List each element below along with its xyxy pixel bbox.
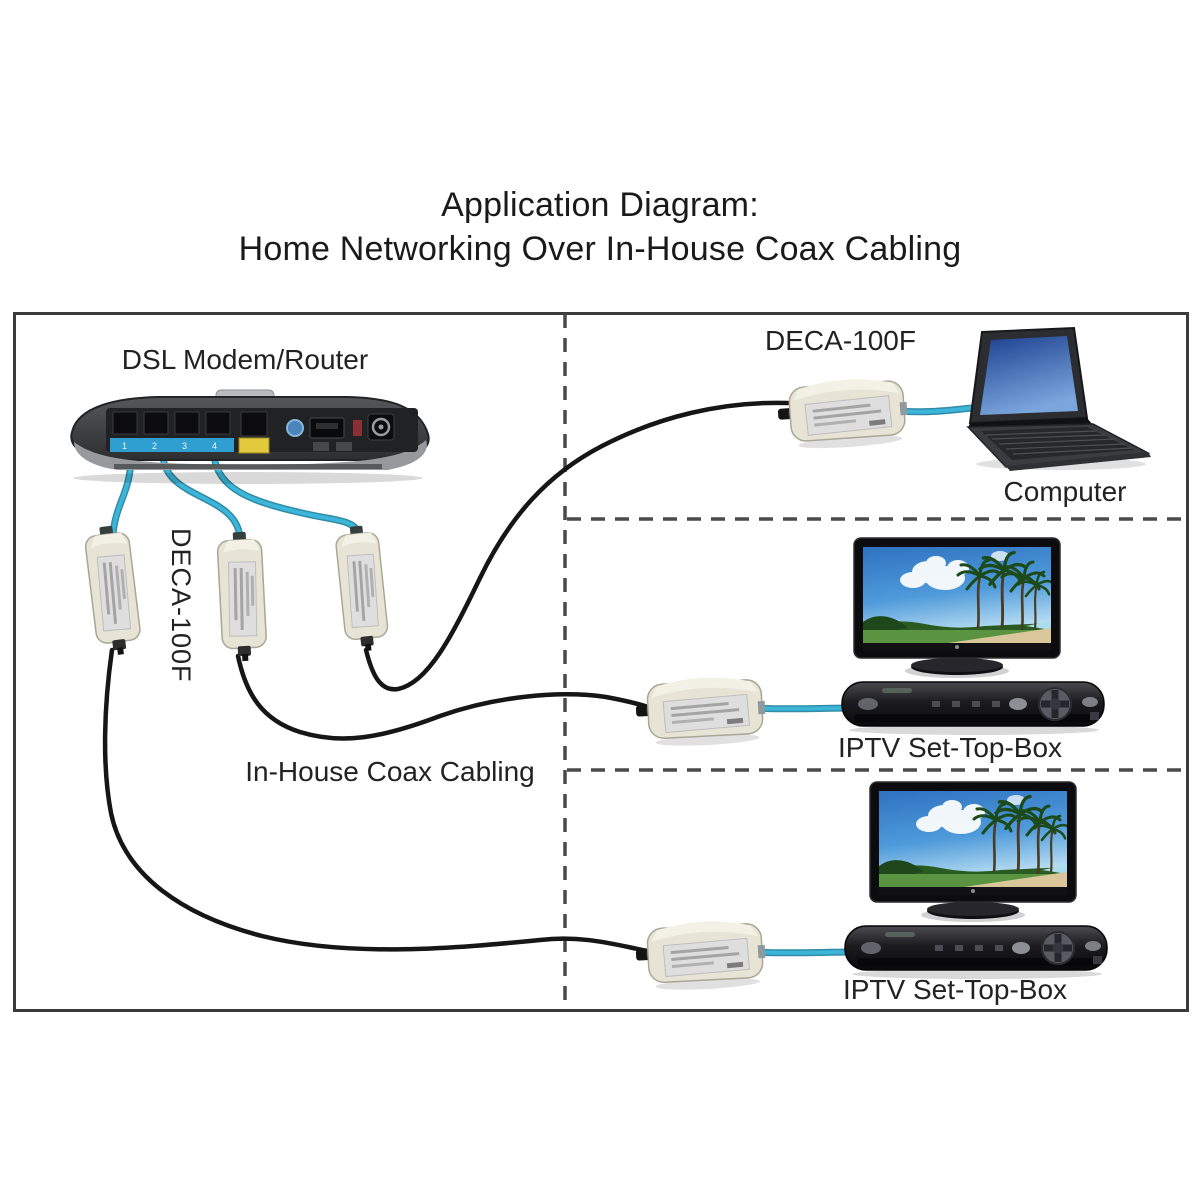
iptv-set-top-box-middle-label: IPTV Set-Top-Box	[837, 732, 1063, 763]
deca-100f-top-label: DECA-100F	[765, 325, 916, 356]
deca-adapter-2	[215, 530, 269, 663]
deca-adapter-iptv-bottom	[633, 917, 768, 994]
iptv-set-top-box-bottom-label: IPTV Set-Top-Box	[842, 974, 1068, 1005]
set-top-box-bottom-device	[843, 918, 1111, 980]
tv-middle-device	[850, 538, 1065, 678]
computer-label: Computer	[1003, 476, 1127, 507]
set-top-box-middle-device	[840, 674, 1108, 736]
tv-bottom-device	[866, 782, 1081, 922]
deca-adapter-iptv-middle	[633, 673, 768, 750]
in-house-coax-cabling-label: In-House Coax Cabling	[245, 756, 535, 787]
deca-adapter-computer	[775, 374, 911, 453]
diagram-frame	[13, 312, 1189, 1012]
dsl-modem-router-device	[70, 388, 430, 486]
computer-laptop-device	[967, 327, 1152, 472]
page-title-line1: Application Diagram:	[441, 186, 759, 224]
dsl-modem-router-label: DSL Modem/Router	[121, 344, 369, 375]
page-title-line2: Home Networking Over In-House Coax Cabli…	[238, 230, 962, 268]
deca-100f-vertical-label: DECA-100F	[166, 528, 196, 683]
